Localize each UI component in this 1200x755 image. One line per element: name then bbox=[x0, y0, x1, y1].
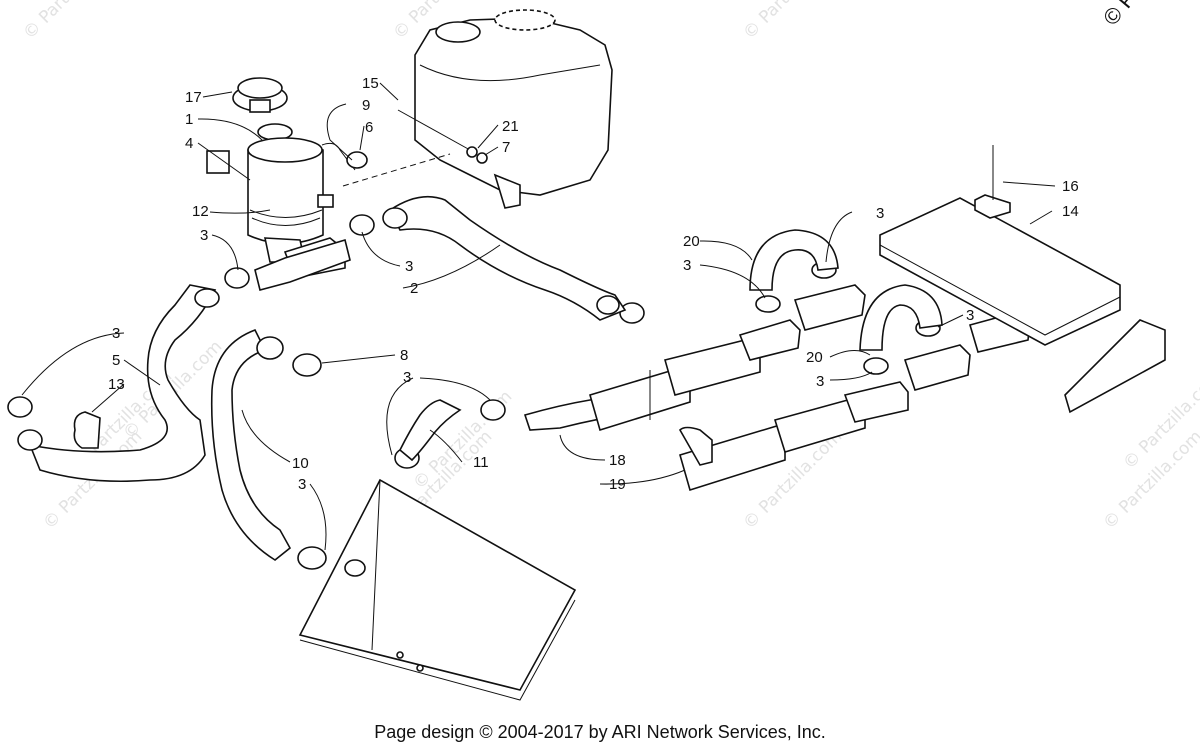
callout-3: 3 bbox=[403, 369, 411, 386]
callout-8: 8 bbox=[400, 347, 408, 364]
callout-3: 3 bbox=[200, 227, 208, 244]
footer-copyright: Page design © 2004-2017 by ARI Network S… bbox=[374, 722, 826, 742]
callout-3: 3 bbox=[683, 257, 691, 274]
callout-20: 20 bbox=[683, 233, 700, 250]
hose bbox=[210, 328, 292, 561]
hose bbox=[28, 284, 217, 483]
callout-18: 18 bbox=[609, 452, 626, 469]
callout-2: 2 bbox=[410, 280, 418, 297]
washer bbox=[466, 146, 478, 158]
elbow-hose bbox=[859, 284, 943, 351]
tee-fitting bbox=[254, 238, 351, 291]
bolt bbox=[397, 109, 471, 151]
callout-16: 16 bbox=[1062, 178, 1079, 195]
callout-3: 3 bbox=[876, 205, 884, 222]
mounting-plate bbox=[879, 145, 1166, 414]
coolant-tank bbox=[414, 9, 613, 209]
callout-12: 12 bbox=[192, 203, 209, 220]
label-plate bbox=[206, 150, 230, 174]
clip bbox=[73, 411, 101, 449]
callout-3: 3 bbox=[112, 325, 120, 342]
callout-6: 6 bbox=[365, 119, 373, 136]
callout-4: 4 bbox=[185, 135, 193, 152]
hose-end bbox=[596, 295, 620, 315]
hose-end bbox=[344, 559, 366, 577]
callout-3: 3 bbox=[405, 258, 413, 275]
callout-3: 3 bbox=[816, 373, 824, 390]
callout-3: 3 bbox=[966, 307, 974, 324]
callout-11: 11 bbox=[473, 454, 489, 471]
callout-9: 9 bbox=[362, 97, 370, 114]
callout-15: 15 bbox=[362, 75, 379, 92]
watermark: © Partzilla.com bbox=[19, 0, 126, 44]
callout-17: 17 bbox=[185, 89, 202, 106]
hose bbox=[388, 195, 627, 321]
callout-13: 13 bbox=[108, 376, 125, 393]
callout-labels: 17 1 4 12 3 3 5 13 15 9 6 21 7 2 3 20 3 … bbox=[108, 75, 1079, 493]
callout-20: 20 bbox=[806, 349, 823, 366]
hose-end bbox=[17, 429, 43, 451]
radiator bbox=[298, 478, 577, 701]
callout-3: 3 bbox=[298, 476, 306, 493]
callout-1: 1 bbox=[185, 111, 193, 128]
elbow-hose bbox=[749, 229, 839, 291]
washer bbox=[476, 152, 488, 164]
callout-10: 10 bbox=[292, 455, 309, 472]
callout-5: 5 bbox=[112, 352, 120, 369]
callout-7: 7 bbox=[502, 139, 510, 156]
leader-lines bbox=[21, 82, 1056, 551]
hose-end bbox=[256, 336, 284, 360]
watermark: © Partzilla.com bbox=[739, 0, 846, 44]
radiator-cap bbox=[232, 77, 288, 113]
callout-19: 19 bbox=[609, 476, 626, 493]
callout-14: 14 bbox=[1062, 203, 1079, 220]
callout-21: 21 bbox=[502, 118, 519, 135]
hose-end bbox=[194, 288, 220, 308]
hose-end bbox=[382, 207, 408, 229]
